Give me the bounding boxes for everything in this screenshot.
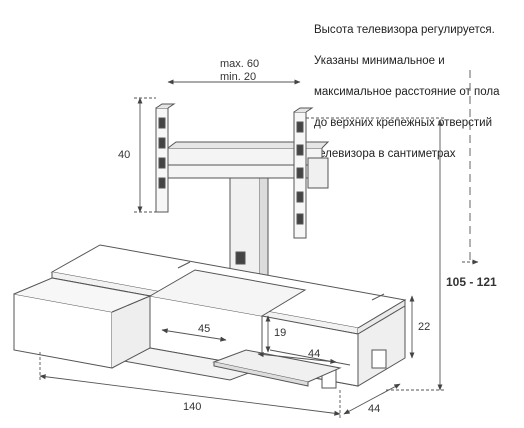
dimension-labels: max. 60 min. 20 40 105 - 121 45 19 44 22… [118, 58, 497, 415]
note-line: Указаны минимальное и [314, 55, 445, 68]
label-inner-height: 19 [274, 327, 286, 339]
note-line: Высота телевизора регулируется. [314, 24, 495, 37]
label-bracket-min: min. 20 [220, 71, 256, 83]
label-total-width: 140 [183, 401, 201, 413]
label-height-range: 105 - 121 [446, 275, 497, 289]
tv-mount-bracket [155, 103, 330, 324]
dimension-lines [39, 70, 479, 418]
label-bracket-height: 40 [118, 149, 130, 161]
label-total-depth: 44 [368, 403, 380, 415]
label-shelf-width: 44 [308, 348, 320, 360]
label-cabinet-height: 22 [418, 321, 430, 333]
height-note: Высота телевизора регулируется. Указаны … [314, 8, 519, 177]
tv-cabinet [13, 244, 407, 389]
label-bracket-max: max. 60 [220, 58, 259, 70]
label-inner-width: 45 [198, 323, 210, 335]
note-line: до верхних крепежных отверстий [314, 116, 493, 129]
note-line: максимальное расстояние от пола [314, 86, 500, 99]
